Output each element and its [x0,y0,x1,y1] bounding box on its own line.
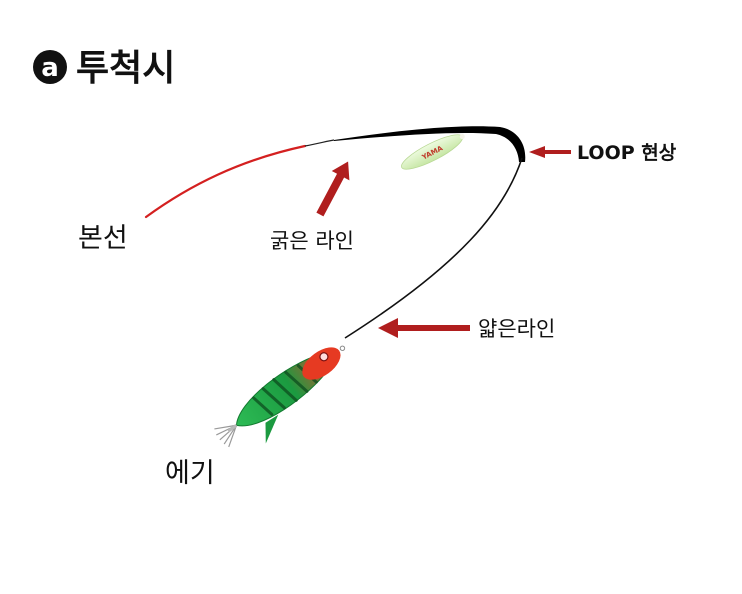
thick-line [334,126,526,162]
loop-label: LOOP 현상 [577,142,677,164]
egi-fin [265,414,279,444]
thick-line-label: 굵은 라인 [270,229,354,253]
main-line [144,144,307,219]
main-line-label: 본선 [78,223,128,254]
title: a 투척시 [33,48,175,89]
loop-arrow [529,146,571,158]
egi-head [302,347,341,380]
egi-label: 에기 [165,458,215,489]
egi-line-eye [339,345,346,351]
page-title: 투척시 [76,48,175,89]
thin-line [344,157,523,339]
thin-line-arrow [378,318,470,338]
egi-eye [319,352,329,362]
float-tip [459,134,465,140]
thick-line-arrow [316,161,350,217]
egi [214,345,346,448]
connector-line [304,139,335,147]
title-marker: a [41,53,59,83]
egi-hooks [214,424,238,448]
title-marker-circle [33,50,67,84]
thin-line-label: 얇은라인 [478,317,555,341]
egi-stripes [252,364,318,416]
float: YAMA [401,134,465,170]
